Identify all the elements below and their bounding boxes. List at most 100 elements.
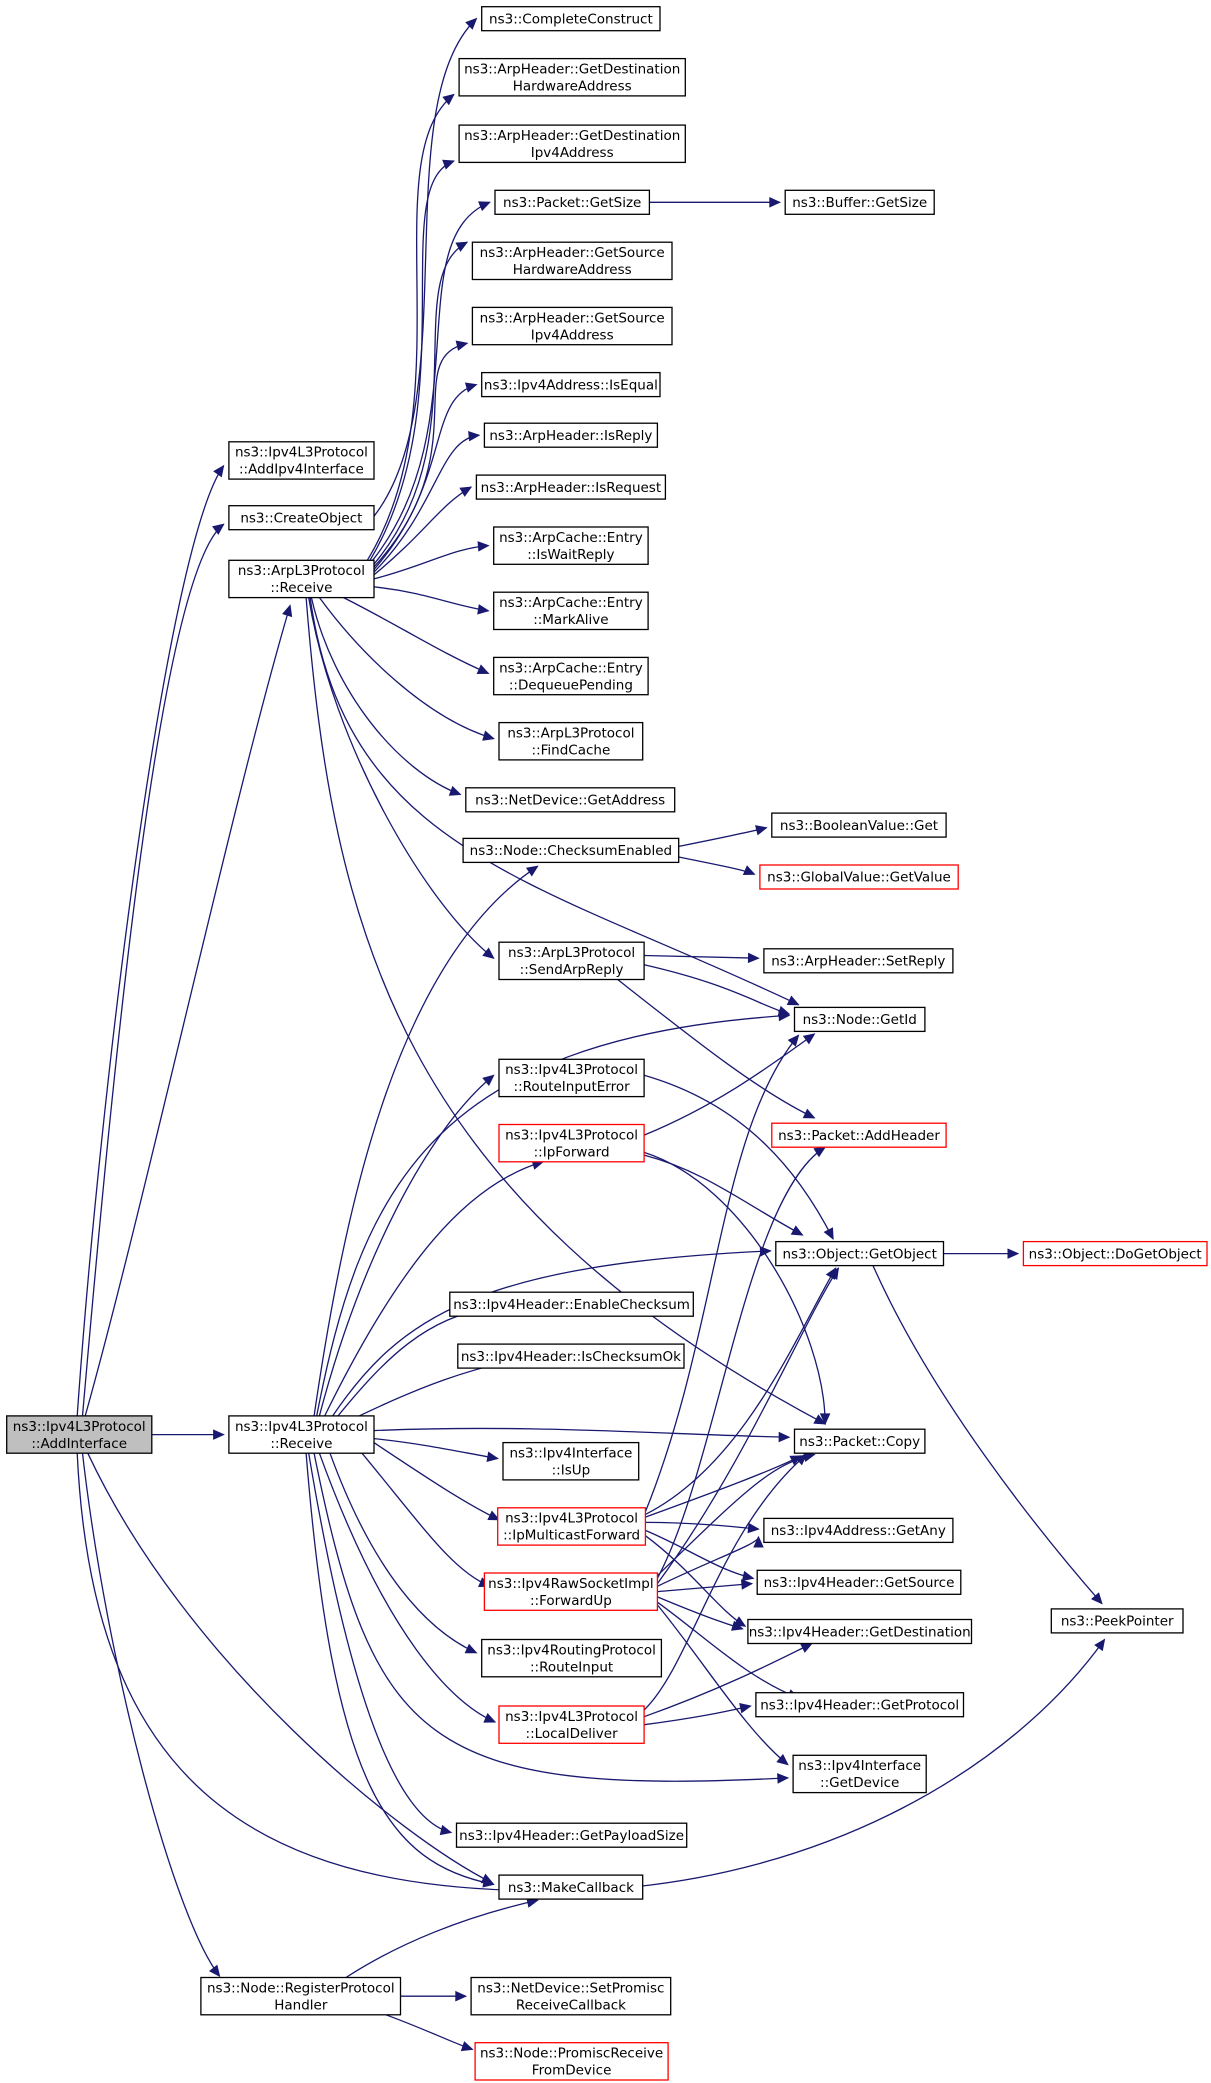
arrowhead-icon	[823, 1227, 834, 1240]
node-peek[interactable]: ns3::PeekPointer	[1050, 1608, 1184, 1634]
node-box	[228, 505, 375, 531]
node-box	[763, 1517, 954, 1544]
node-label: ns3::GlobalValue::GetValue	[767, 870, 951, 886]
node-label: ns3::Ipv4L3Protocol	[505, 1062, 638, 1078]
node-pktcopy[interactable]: ns3::Packet::Copy	[793, 1428, 926, 1454]
node-sendarp[interactable]: ns3::ArpL3Protocol::SendArpReply	[498, 941, 645, 981]
node-getany[interactable]: ns3::Ipv4Address::GetAny	[763, 1517, 954, 1544]
node-label: ns3::Ipv4L3Protocol	[505, 1511, 638, 1527]
node-ischecksum[interactable]: ns3::Ipv4Header::IsChecksumOk	[457, 1343, 685, 1369]
node-box	[449, 1291, 694, 1317]
call-edge-to-findcache	[318, 597, 494, 740]
node-addheader[interactable]: ns3::Packet::AddHeader	[771, 1122, 947, 1148]
node-findcache[interactable]: ns3::ArpL3Protocol::FindCache	[498, 721, 644, 761]
node-box	[6, 1415, 153, 1454]
node-dogetobj[interactable]: ns3::Object::DoGetObject	[1022, 1240, 1208, 1267]
node-label: ns3::ArpHeader::IsRequest	[481, 480, 662, 496]
node-markalive[interactable]: ns3::ArpCache::Entry::MarkAlive	[493, 591, 649, 631]
node-globalget[interactable]: ns3::GlobalValue::GetValue	[759, 864, 959, 890]
node-enablecs[interactable]: ns3::Ipv4Header::EnableChecksum	[449, 1291, 694, 1317]
node-getobject[interactable]: ns3::Object::GetObject	[775, 1240, 945, 1267]
node-isrequest[interactable]: ns3::ArpHeader::IsRequest	[475, 474, 667, 500]
arrowhead-icon	[477, 604, 490, 615]
node-ipmcast[interactable]: ns3::Ipv4L3Protocol::IpMulticastForward	[497, 1507, 647, 1546]
arrowhead-icon	[776, 1753, 789, 1766]
node-routeinput[interactable]: ns3::Ipv4RoutingProtocol::RouteInput	[481, 1638, 663, 1678]
call-edge-to-complete	[373, 18, 477, 517]
arrowhead-icon	[482, 1074, 495, 1087]
arrowhead-icon	[455, 340, 469, 351]
node-getproto[interactable]: ns3::Ipv4Header::GetProtocol	[755, 1692, 965, 1718]
node-createobj[interactable]: ns3::CreateObject	[228, 505, 375, 531]
node-checksum[interactable]: ns3::Node::ChecksumEnabled	[462, 837, 680, 864]
node-pktsize[interactable]: ns3::Packet::GetSize	[494, 189, 651, 215]
node-isreply[interactable]: ns3::ArpHeader::IsReply	[483, 422, 659, 448]
arrowhead-icon	[460, 2041, 474, 2052]
node-label: HardwareAddress	[513, 262, 632, 278]
node-arprecv[interactable]: ns3::ArpL3Protocol::Receive	[228, 559, 375, 599]
node-setpromisc[interactable]: ns3::NetDevice::SetPromiscReceiveCallbac…	[470, 1976, 672, 2016]
node-dequeue[interactable]: ns3::ArpCache::Entry::DequeuePending	[493, 656, 649, 696]
node-rawfwd[interactable]: ns3::Ipv4RawSocketImpl::ForwardUp	[483, 1572, 659, 1611]
node-localdeliver[interactable]: ns3::Ipv4L3Protocol::LocalDeliver	[498, 1705, 645, 1744]
node-bufsize[interactable]: ns3::Buffer::GetSize	[784, 189, 935, 215]
node-makecb[interactable]: ns3::MakeCallback	[498, 1874, 644, 1900]
node-box	[756, 1569, 962, 1595]
arrowhead-icon	[742, 865, 756, 876]
arrowhead-icon	[800, 1642, 813, 1653]
node-label: ns3::Ipv4Address::IsEqual	[484, 377, 658, 393]
arrowhead-icon	[747, 1522, 760, 1534]
node-iswait[interactable]: ns3::ArpCache::Entry::IsWaitReply	[493, 526, 649, 565]
call-edge-to-globalget	[678, 856, 755, 875]
arrowhead-icon	[468, 430, 481, 442]
arrowhead-icon	[769, 197, 782, 208]
node-getdsthw[interactable]: ns3::ArpHeader::GetDestinationHardwareAd…	[458, 57, 686, 97]
arrowhead-icon	[482, 1877, 495, 1888]
node-label: ::ForwardUp	[530, 1593, 612, 1609]
node-ipv4recv[interactable]: ns3::Ipv4L3Protocol::Receive	[228, 1415, 375, 1454]
call-edge-to-getid	[316, 1014, 790, 1417]
node-label: ns3::Ipv4L3Protocol	[505, 1709, 638, 1725]
call-edge-to-pktcopy	[643, 1454, 807, 1711]
node-setreply[interactable]: ns3::ArpHeader::SetReply	[763, 948, 954, 974]
call-edge-to-rawfwd	[361, 1452, 490, 1587]
node-root[interactable]: ns3::Ipv4L3Protocol::AddInterface	[6, 1415, 153, 1454]
node-label: ns3::Node::RegisterProtocol	[207, 1980, 395, 1996]
call-edge-to-getsource	[645, 1529, 754, 1579]
node-getdevice[interactable]: ns3::Ipv4Interface::GetDevice	[792, 1754, 927, 1794]
node-getdest[interactable]: ns3::Ipv4Header::GetDestination	[747, 1618, 973, 1645]
node-box	[498, 721, 644, 761]
call-edge-to-getsource	[657, 1582, 752, 1593]
node-box	[481, 1638, 663, 1678]
node-label: ns3::Ipv4L3Protocol	[505, 1127, 638, 1143]
node-box	[771, 812, 947, 838]
node-label: ns3::Ipv4L3Protocol	[235, 445, 368, 461]
node-label: ns3::Ipv4Header::IsChecksumOk	[461, 1349, 681, 1365]
node-getid[interactable]: ns3::Node::GetId	[793, 1006, 926, 1033]
node-label: ns3::ArpHeader::IsReply	[489, 428, 652, 444]
call-edge-to-boolget	[678, 827, 767, 848]
call-edge-to-makecb	[305, 1453, 494, 1886]
node-label: ns3::ArpCache::Entry	[499, 595, 643, 611]
node-addipv4[interactable]: ns3::Ipv4L3Protocol::AddIpv4Interface	[228, 441, 375, 480]
arrowhead-icon	[464, 382, 478, 393]
call-edge-to-pktcopy	[656, 1453, 815, 1577]
node-ipfwd[interactable]: ns3::Ipv4L3Protocol::IpForward	[498, 1123, 645, 1163]
node-label: ReceiveCallback	[516, 1997, 626, 2013]
node-getdstip[interactable]: ns3::ArpHeader::GetDestinationIpv4Addres…	[458, 124, 686, 164]
node-getaddr[interactable]: ns3::NetDevice::GetAddress	[465, 787, 676, 813]
node-complete[interactable]: ns3::CompleteConstruct	[481, 6, 661, 32]
node-getsource[interactable]: ns3::Ipv4Header::GetSource	[756, 1569, 962, 1595]
node-box	[498, 1123, 645, 1163]
node-boolget[interactable]: ns3::BooleanValue::Get	[771, 812, 947, 838]
node-routeerr[interactable]: ns3::Ipv4L3Protocol::RouteInputError	[498, 1058, 645, 1098]
node-isequal[interactable]: ns3::Ipv4Address::IsEqual	[481, 371, 661, 398]
node-payloadsize[interactable]: ns3::Ipv4Header::GetPayloadSize	[455, 1822, 688, 1848]
node-label: ::Receive	[270, 1436, 332, 1452]
arrowhead-icon	[476, 664, 490, 675]
node-isup[interactable]: ns3::Ipv4Interface::IsUp	[502, 1441, 640, 1481]
